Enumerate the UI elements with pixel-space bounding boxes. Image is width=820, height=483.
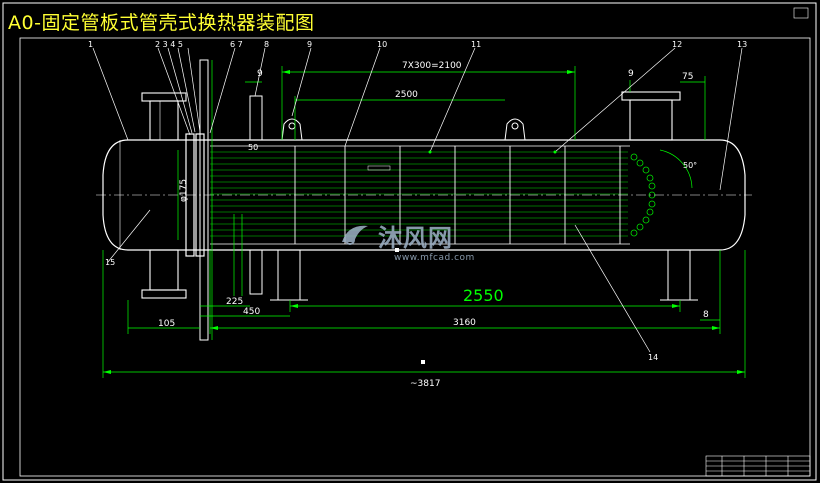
tube-bundle [210, 151, 628, 237]
dim-overall-length: ~3817 [410, 379, 440, 389]
dimension-lines [102, 60, 746, 378]
dim-left-gap-b: 450 [243, 307, 260, 317]
part-label-9: 9 [307, 40, 312, 49]
dim-left-gap-a: 225 [226, 297, 243, 307]
dim-left-nozzle-offset: 105 [158, 319, 175, 329]
left-top-nozzle [141, 92, 187, 141]
dimension-labels: 7X300=2100 2500 2550 3160 ~3817 105 225 … [158, 61, 709, 389]
arrowheads [103, 70, 745, 374]
watermark-logo-icon [342, 225, 368, 245]
part-label-1: 1 [88, 40, 93, 49]
right-top-nozzle [621, 91, 681, 141]
part-label-13: 13 [737, 40, 747, 49]
part-label-15: 15 [105, 258, 115, 267]
saddle-support [270, 249, 698, 301]
leader-dots [428, 150, 557, 154]
part-label-2-5: 2 3 4 5 [155, 40, 183, 49]
dim-diameter: φ175 [179, 179, 189, 202]
dim-support-span: 2550 [463, 286, 504, 305]
vent-nozzle [249, 95, 263, 295]
part-label-12: 12 [672, 40, 682, 49]
tie-rod [367, 165, 391, 171]
dim-right-nozzle-offset: 75 [682, 72, 693, 82]
watermark-text: 沐风网 [378, 224, 453, 252]
left-bottom-nozzle [141, 249, 187, 299]
dim-right-nozzle-gap: 9 [628, 69, 634, 79]
part-label-6-7: 6 7 [230, 40, 243, 49]
dim-baffle-label: 50 [248, 143, 258, 152]
part-label-11: 11 [471, 40, 481, 49]
title-block [705, 455, 811, 477]
inner-frame [19, 37, 811, 477]
cut-marker [395, 248, 399, 252]
dim-top-nozzle-gap: 9 [257, 69, 263, 79]
leader-lines [92, 47, 743, 353]
flange-column [199, 59, 209, 341]
drawing-title: A0-固定管板式管壳式换热器装配图 [8, 12, 315, 34]
watermark: 沐风网 www.mfcad.com [338, 218, 475, 263]
stamp-box [793, 7, 809, 19]
part-number-labels: 1 2 3 4 5 6 7 8 9 10 11 12 13 14 15 [88, 40, 747, 362]
part-label-14: 14 [648, 353, 658, 362]
center-marker [421, 360, 425, 364]
dim-tube-pitch: 7X300=2100 [402, 61, 462, 71]
dim-baffle-span: 2500 [395, 90, 418, 100]
dim-shell-length: 3160 [453, 318, 476, 328]
watermark-url: www.mfcad.com [394, 253, 475, 263]
dim-right-end-gap: 8 [703, 310, 709, 320]
part-label-8: 8 [264, 40, 269, 49]
part-label-10: 10 [377, 40, 387, 49]
lifting-lug [281, 118, 526, 141]
dim-angle: 50° [683, 161, 697, 170]
